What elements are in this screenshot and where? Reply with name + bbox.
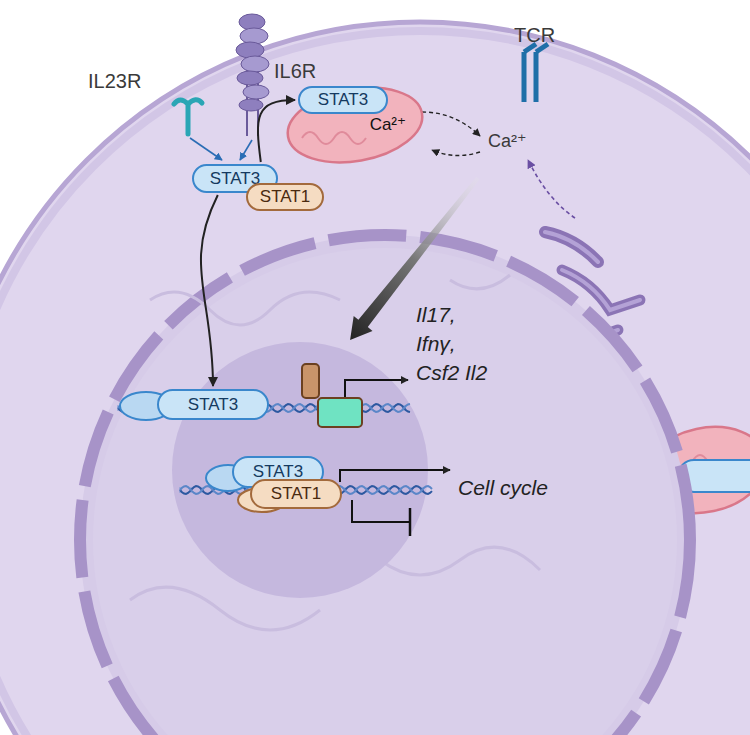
- stat1-protein: STAT1: [246, 183, 324, 211]
- receptor-label: TCR: [514, 24, 555, 47]
- translocation-arrow: [201, 195, 218, 386]
- stat3-protein: STAT3: [298, 86, 388, 114]
- il6r-receptor: [236, 14, 269, 136]
- mitochondrion: Ca²⁺STAT3: [280, 80, 430, 170]
- ion-label: Ca²⁺: [370, 114, 406, 135]
- protein-name: STAT1: [271, 484, 321, 504]
- ion-label: Ca²⁺: [488, 130, 527, 152]
- receptor-label: IL23R: [88, 70, 141, 93]
- gene-list: Il17, Ifnγ, Csf2 Il2: [416, 300, 488, 387]
- receptor-label: IL6R: [274, 60, 316, 83]
- tcr-receptor: [524, 44, 548, 102]
- protein-name: STAT3: [188, 395, 238, 415]
- il23r-receptor: [174, 100, 202, 134]
- protein-name: STAT3: [318, 90, 368, 110]
- protein-name: STAT1: [260, 187, 310, 207]
- stat1-protein: STAT1: [250, 479, 342, 509]
- process-label: Cell cycle: [458, 476, 548, 500]
- stat3-protein: STAT3: [157, 389, 269, 420]
